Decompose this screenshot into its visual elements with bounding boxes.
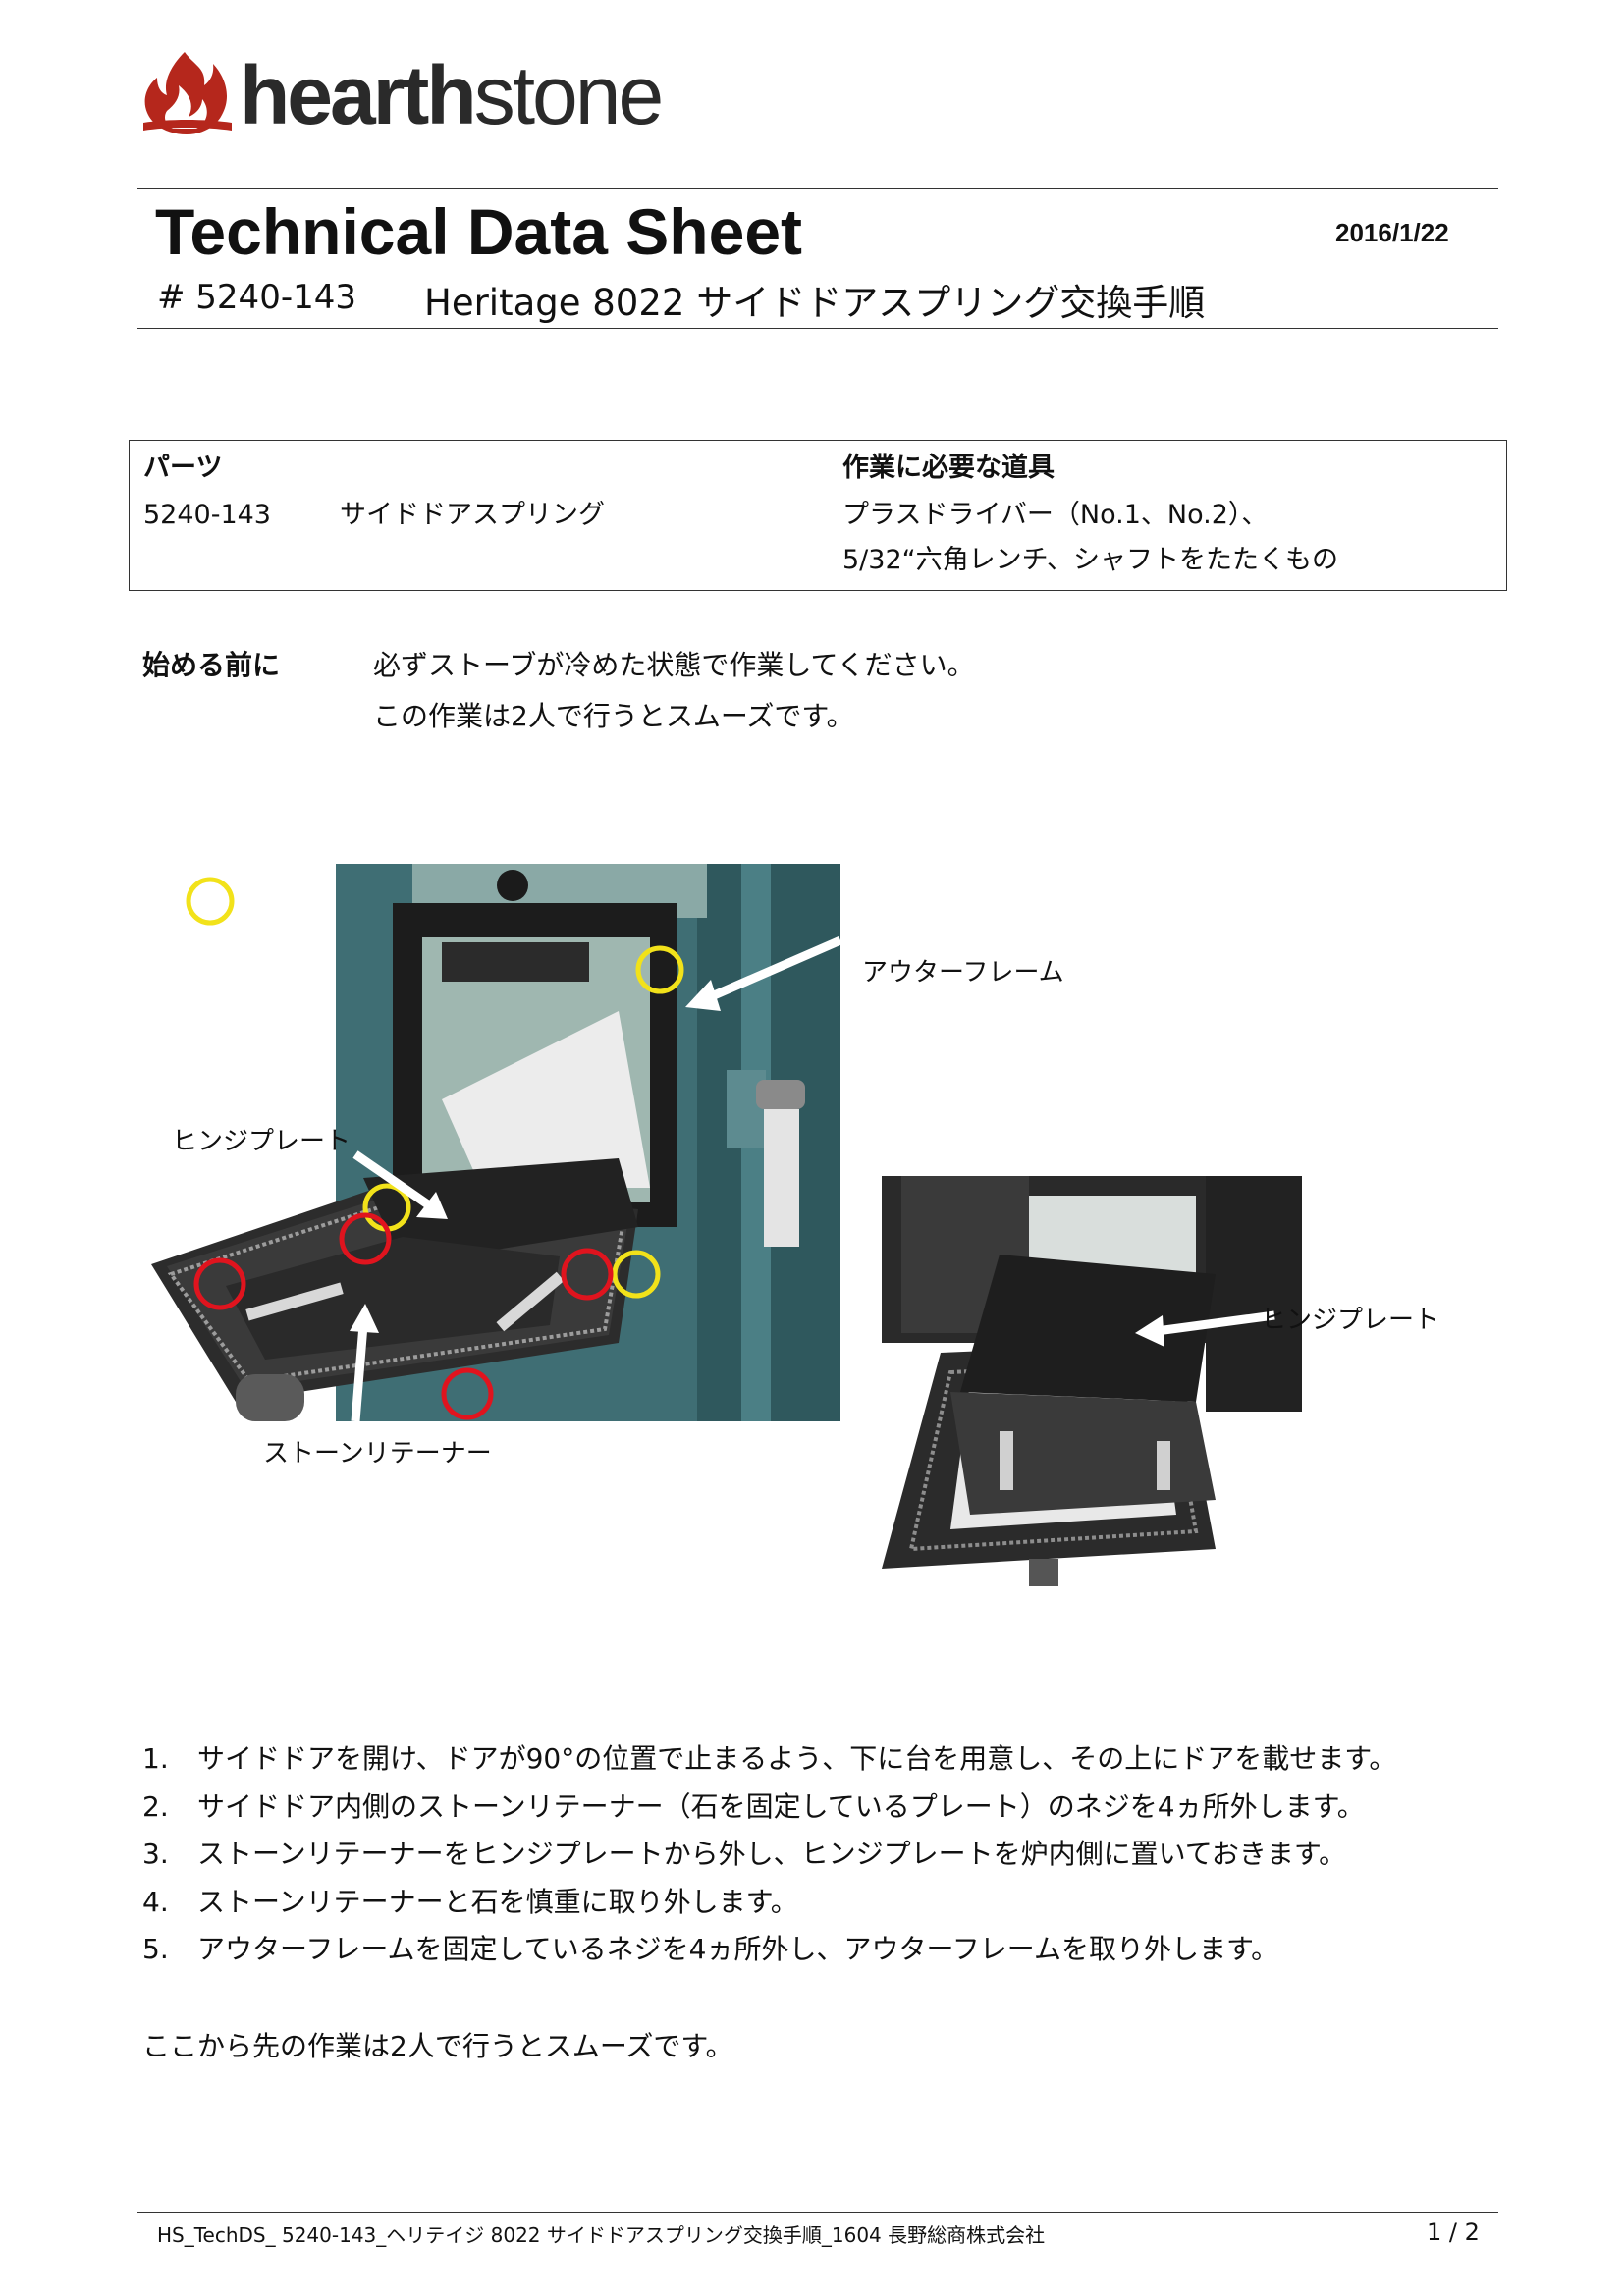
flame-icon — [143, 52, 232, 134]
logo-wordmark: hearthstone — [240, 46, 664, 144]
hearthstone-logo: hearthstone — [137, 44, 692, 152]
screw-marker-yellow — [186, 877, 235, 926]
screw-marker-red — [441, 1367, 494, 1420]
step-text: サイドドア内側のストーンリテーナー（石を固定しているプレート）のネジを4ヵ所外し… — [197, 1789, 1365, 1823]
document-number: # 5240-143 — [157, 278, 356, 317]
step-item: 2. サイドドア内側のストーンリテーナー（石を固定しているプレート）のネジを4ヵ所… — [142, 1784, 1507, 1832]
arrow-to-outer-frame — [685, 935, 840, 1011]
step-item: 4. ストーンリテーナーと石を慎重に取り外します。 — [142, 1879, 1507, 1927]
screw-marker-yellow — [612, 1250, 661, 1299]
page-title: Technical Data Sheet — [155, 195, 803, 268]
step-text: ストーンリテーナーをヒンジプレートから外し、ヒンジプレートを炉内側に置いておきま… — [197, 1838, 1347, 1870]
step-item: 3. ストーンリテーナーをヒンジプレートから外し、ヒンジプレートを炉内側に置いてお… — [142, 1831, 1507, 1879]
screw-marker-red — [339, 1212, 392, 1265]
before-start-line-1: 必ずストーブが冷めた状態で作業してください。 — [373, 649, 975, 681]
label-hinge-plate-2: ヒンジプレート — [1261, 1306, 1440, 1335]
logo-text-bold: hearth — [240, 49, 477, 141]
step-text: アウターフレームを固定しているネジを4ヵ所外し、アウターフレームを取り外します。 — [197, 1933, 1279, 1965]
step-item: 5. アウターフレームを固定しているネジを4ヵ所外し、アウターフレームを取り外しま… — [142, 1926, 1507, 1974]
part-name: サイドドアスプリング — [340, 500, 605, 530]
step-number: 1. — [142, 1742, 169, 1775]
arrow-to-hinge-plate-2 — [1135, 1310, 1275, 1347]
footer-text: HS_TechDS_ 5240-143_ヘリテイジ 8022 サイドドアスプリン… — [157, 2223, 1046, 2247]
screw-marker-yellow — [635, 945, 684, 994]
tools-header: 作業に必要な道具 — [842, 453, 1055, 483]
tools-line-1: プラスドライバー（No.1、No.2）、 — [842, 500, 1269, 530]
step-number: 2. — [142, 1789, 169, 1823]
page-number: 1 / 2 — [1427, 2218, 1480, 2246]
part-number: 5240-143 — [143, 500, 271, 530]
step-item: 1. サイドドアを開け、ドアが90°の位置で止まるよう、下に台を用意し、その上にド… — [142, 1735, 1507, 1784]
step-text: サイドドアを開け、ドアが90°の位置で止まるよう、下に台を用意し、その上にドアを… — [197, 1742, 1397, 1775]
before-start-label: 始める前に — [142, 649, 281, 681]
logo-text-light: stone — [473, 49, 664, 141]
footer-rule — [137, 2212, 1498, 2213]
arrow-to-hinge-plate — [352, 1150, 448, 1219]
step-number: 4. — [142, 1885, 169, 1918]
before-start-line-2: この作業は2人で行うとスムーズです。 — [373, 700, 854, 732]
screw-marker-red — [193, 1257, 246, 1310]
tools-line-2: 5/32“六角レンチ、シャフトをたたくもの — [842, 545, 1338, 575]
document-date: 2016/1/22 — [1335, 218, 1449, 247]
label-stone-retainer: ストーンリテーナー — [263, 1439, 492, 1468]
hinge-plate-photo — [882, 1176, 1302, 1586]
parts-tools-box: パーツ 5240-143 サイドドアスプリング 作業に必要な道具 プラスドライバ… — [129, 440, 1507, 591]
parts-header: パーツ — [143, 453, 223, 483]
label-outer-frame: アウターフレーム — [862, 958, 1064, 988]
closing-note: ここから先の作業は2人で行うとスムーズです。 — [142, 2030, 733, 2062]
screw-marker-red — [561, 1248, 614, 1301]
step-number: 5. — [142, 1933, 169, 1965]
header-bottom-rule — [137, 328, 1498, 329]
step-text: ストーンリテーナーと石を慎重に取り外します。 — [197, 1885, 798, 1918]
document-subject: Heritage 8022 サイドドアスプリング交換手順 — [424, 282, 1206, 324]
header-top-rule — [137, 188, 1498, 189]
label-hinge-plate-1: ヒンジプレート — [172, 1127, 352, 1156]
step-number: 3. — [142, 1838, 169, 1870]
stove-side-door-photo — [147, 864, 840, 1421]
procedure-steps: 1. サイドドアを開け、ドアが90°の位置で止まるよう、下に台を用意し、その上にド… — [142, 1735, 1507, 1974]
arrow-to-stone-retainer — [350, 1304, 379, 1421]
